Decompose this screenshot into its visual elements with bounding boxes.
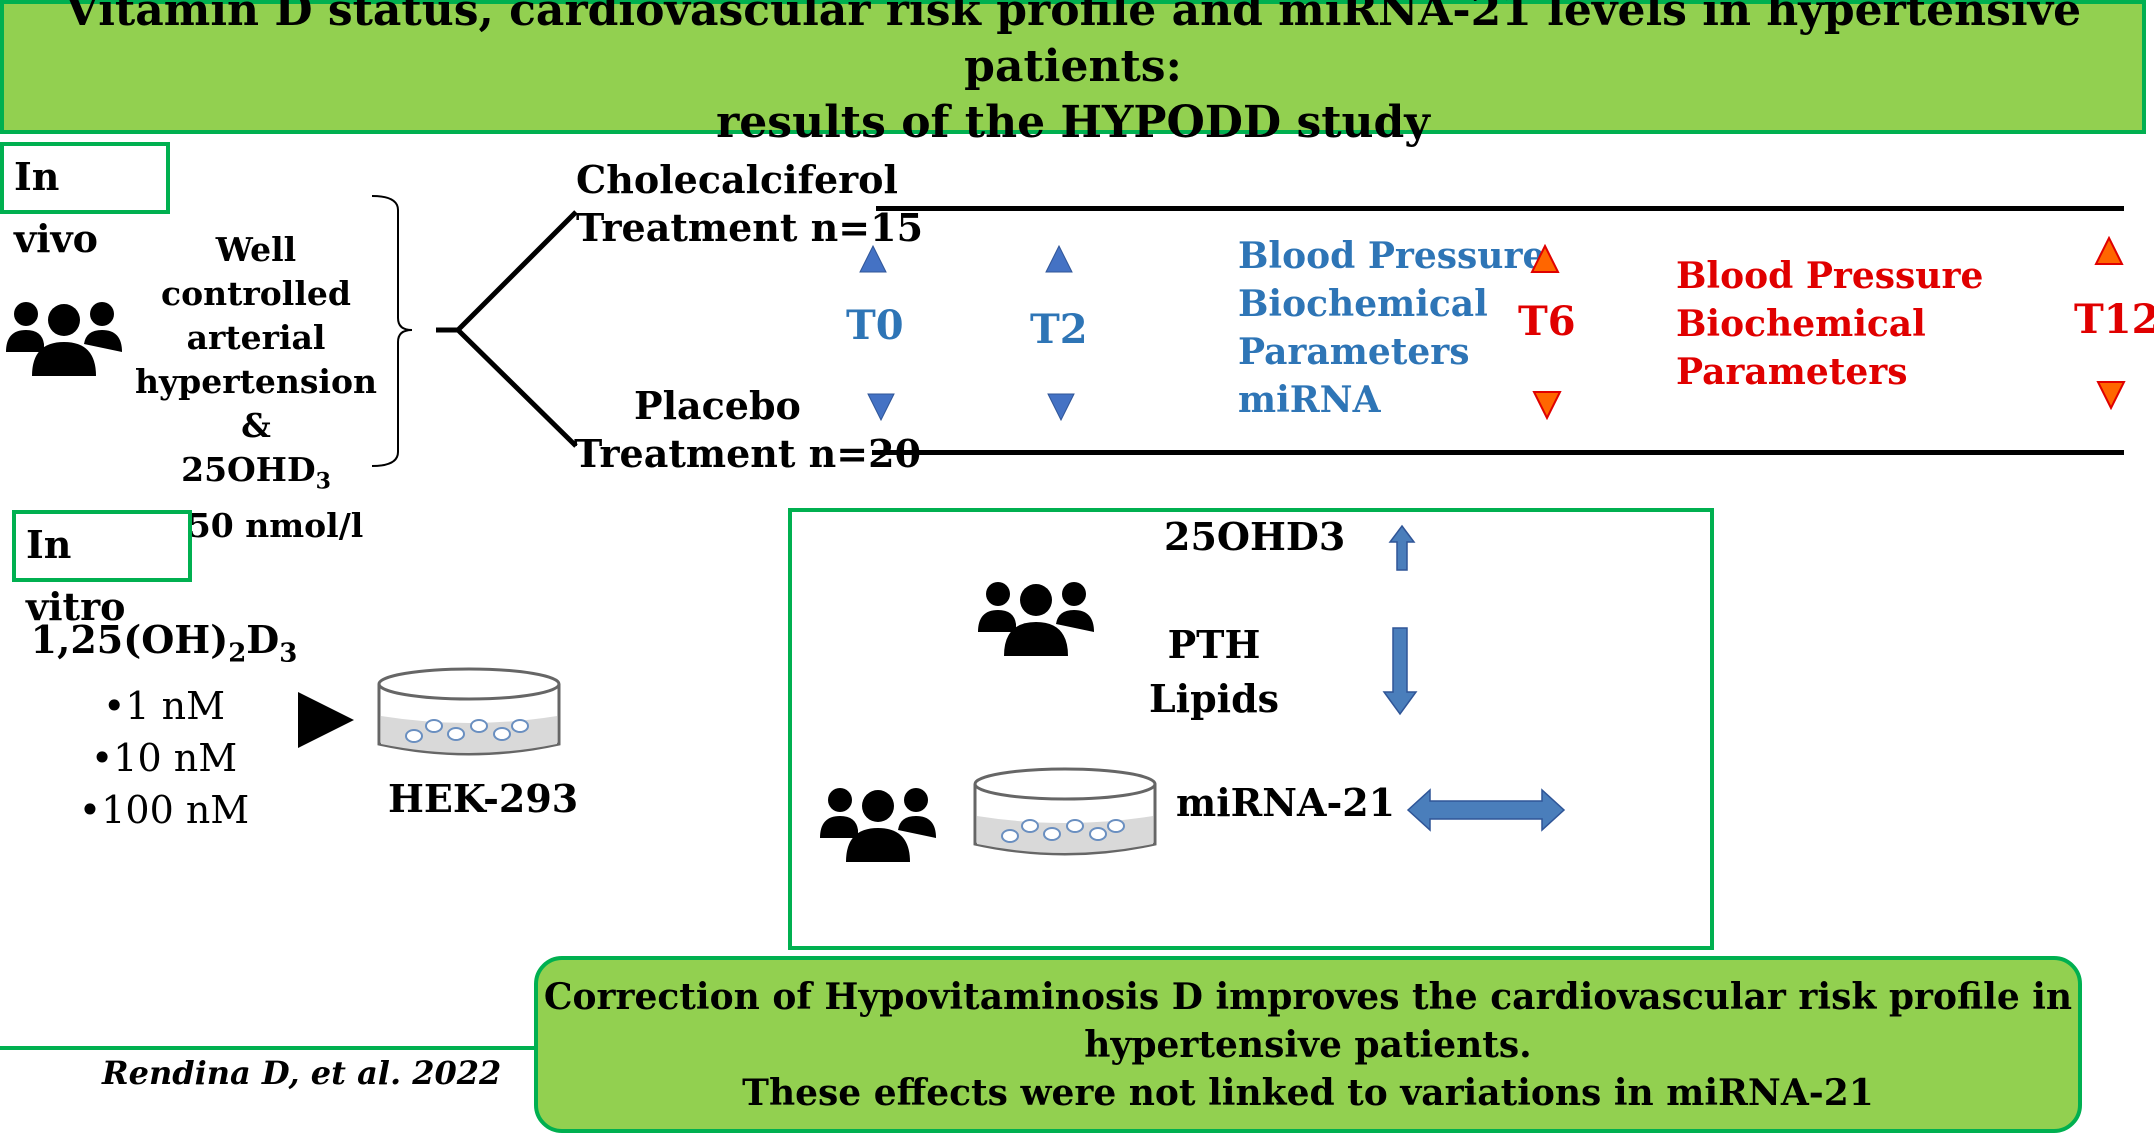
arrow-down-icon (1382, 627, 1418, 716)
arm-line: Placebo (634, 383, 801, 428)
arm-line: Cholecalciferol (576, 157, 898, 202)
triangle-down-icon (2096, 380, 2126, 410)
triangle-up-icon (858, 244, 888, 274)
title-line-2: results of the HYPODD study (716, 97, 1430, 148)
triangle-down-icon (1532, 390, 1562, 420)
criteria-line: & (241, 406, 271, 445)
conclusion-connector (0, 1046, 540, 1050)
result-vitd: 25OHD3 (1164, 514, 1346, 559)
measure-item: Parameters (1676, 351, 1908, 393)
branch-lower (456, 328, 578, 448)
inclusion-criteria: Well controlled arterial hypertension & … (126, 228, 386, 548)
arm-line: Treatment n=20 (574, 431, 922, 476)
triangle-down-icon (866, 392, 896, 422)
triangle-up-icon (1530, 244, 1560, 274)
treatment-arm-label: Cholecalciferol Treatment n=15 (576, 156, 923, 252)
measure-item: Biochemical (1676, 303, 1926, 345)
t12-measures: Blood Pressure Biochemical Parameters (1676, 252, 1983, 396)
triangle-down-icon (1046, 392, 1076, 422)
result-lipids: Lipids (1148, 676, 1280, 721)
dose-item: •1 nM (102, 683, 226, 728)
conclusion-box: Correction of Hypovitaminosis D improves… (534, 956, 2082, 1133)
treatment-timeline (876, 206, 2124, 211)
measure-item: Parameters (1238, 331, 1470, 373)
citation: Rendina D, et al. 2022 (102, 1054, 502, 1092)
arrow-left-right-icon (1406, 788, 1566, 832)
measure-item: miRNA (1238, 379, 1381, 421)
result-pth-lipids: PTH Lipids (1140, 618, 1288, 726)
compound-name: 1,25(OH)2D3 (30, 617, 298, 669)
branch-upper (456, 210, 578, 332)
dose-item: •100 nM (78, 787, 250, 832)
triangle-up-icon (2094, 236, 2124, 266)
placebo-timeline (872, 450, 2124, 455)
criteria-line: arterial (186, 318, 326, 357)
cell-line-label: HEK-293 (388, 776, 579, 821)
patients-icon (976, 572, 1096, 662)
arm-line: Treatment n=15 (576, 205, 924, 250)
timepoint-t2: T2 (1030, 306, 1088, 353)
criteria-line: Well controlled (161, 230, 351, 313)
criteria-line: hypertension (135, 362, 377, 401)
measure-item: Biochemical (1238, 283, 1488, 325)
title-line-1: Vitamin D status, cardiovascular risk pr… (64, 0, 2082, 92)
conclusion-line: Correction of Hypovitaminosis D improves… (543, 975, 2073, 1018)
t6-measures: Blood Pressure Biochemical Parameters mi… (1238, 232, 1545, 424)
patients-icon (4, 292, 124, 382)
treatment-doses: 1,25(OH)2D3 •1 nM •10 nM •100 nM (28, 614, 300, 836)
timepoint-t6: T6 (1518, 298, 1576, 345)
measure-item: Blood Pressure (1238, 235, 1546, 277)
placebo-arm-label: Placebo Treatment n=20 (574, 382, 921, 478)
conclusion-line: These effects were not linked to variati… (742, 1071, 1874, 1114)
timepoint-t12: T12 (2074, 296, 2154, 343)
timepoint-t0: T0 (846, 302, 904, 349)
dose-item: •10 nM (90, 735, 238, 780)
play-arrow-icon (298, 692, 354, 748)
title-banner: Vitamin D status, cardiovascular risk pr… (0, 0, 2146, 148)
conclusion-line: hypertensive patients. (1084, 1023, 1532, 1066)
petri-dish-icon (374, 664, 564, 764)
patients-icon (818, 778, 938, 868)
in-vivo-label: In vivo (0, 142, 170, 261)
criteria-vitamin: 25OHD3 (181, 450, 331, 495)
result-mirna: miRNA-21 (1176, 780, 1396, 825)
triangle-up-icon (1044, 244, 1074, 274)
arrow-up-icon (1388, 524, 1416, 571)
result-pth: PTH (1167, 622, 1261, 667)
measure-item: Blood Pressure (1676, 255, 1984, 297)
results-panel (788, 508, 1714, 950)
petri-dish-icon (970, 764, 1160, 864)
in-vitro-label: In vitro (12, 510, 192, 629)
